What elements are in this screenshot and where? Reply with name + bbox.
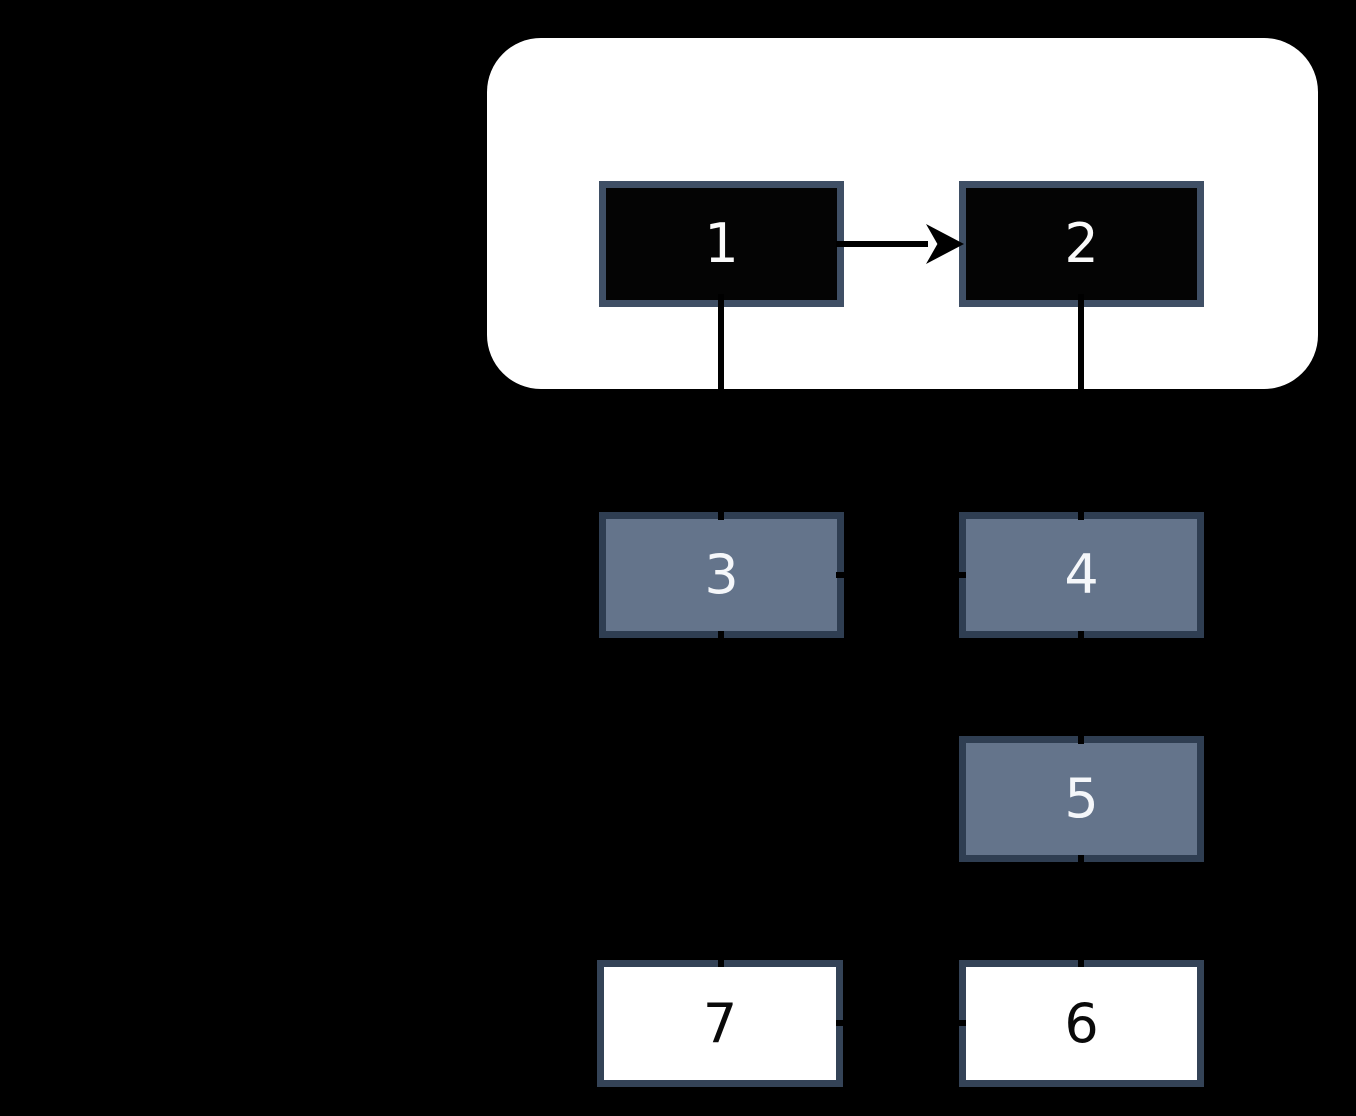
node-5: 5 <box>959 736 1204 862</box>
node-7: 7 <box>597 960 843 1087</box>
edge-3-to-7-line <box>718 631 724 967</box>
edge-4-to-5-line <box>1078 631 1084 744</box>
node-1-label: 1 <box>704 212 739 275</box>
node-1: 1 <box>599 181 844 307</box>
node-3-label: 3 <box>704 543 739 606</box>
edge-3-to-4-line <box>836 572 966 578</box>
node-4-label: 4 <box>1064 543 1099 606</box>
node-4: 4 <box>959 512 1204 638</box>
edge-7-to-6-line <box>836 1020 966 1026</box>
edge-2-to-4-line <box>1078 294 1084 520</box>
node-2: 2 <box>959 181 1204 307</box>
edge-1-to-2-line <box>836 241 928 247</box>
edge-1-to-3-line <box>718 294 724 520</box>
node-6-label: 6 <box>1064 991 1099 1055</box>
node-7-label: 7 <box>702 991 738 1055</box>
node-2-label: 2 <box>1064 212 1099 275</box>
node-3: 3 <box>599 512 844 638</box>
node-5-label: 5 <box>1064 767 1099 830</box>
edge-5-to-6-line <box>1078 855 1084 967</box>
node-6: 6 <box>959 960 1204 1087</box>
